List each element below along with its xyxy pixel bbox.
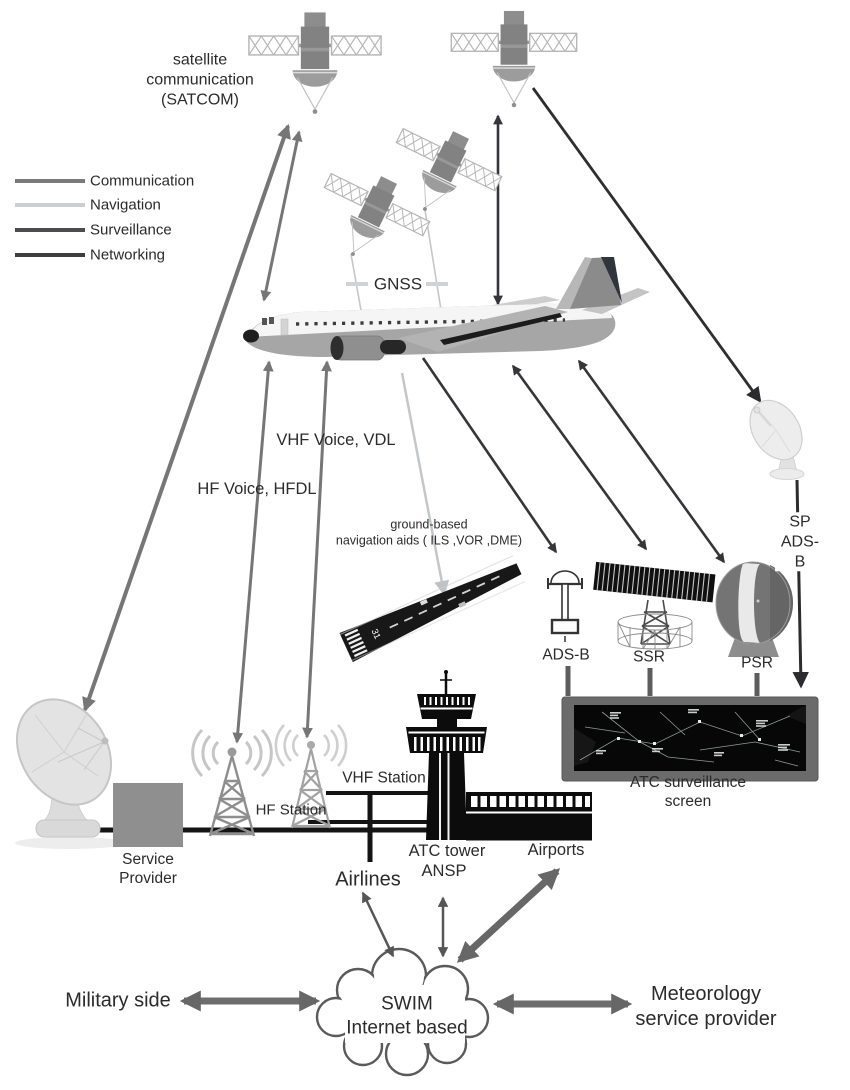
service-provider-box [113,783,183,847]
swim-arrows [179,868,633,1015]
legend-item-surveillance: Surveillance [90,221,172,239]
satcom-label: satellite communication (SATCOM) [146,51,254,108]
link-aircraft-hf-station [232,360,274,744]
link-aircraft-ssr [511,364,648,551]
service-provider-label: Service Provider [119,850,177,887]
sp-adsb-label: SP ADS-B [775,512,825,572]
aircraft [243,257,650,361]
legend-item-navigation: Navigation [90,196,161,214]
link-sp-adsb-screen [792,479,809,689]
link-aircraft-psr [577,359,726,564]
gnss-tick-1 [346,282,368,286]
link-satcom-ground-dish [82,123,291,713]
screen-connectors [565,666,760,696]
vhf-radio-waves [274,724,348,767]
atc-tower [406,670,487,840]
psr-radar [715,561,794,657]
airlines-label: Airlines [335,868,401,891]
atc-tower-label: ATC tower [408,841,486,860]
hf-voice-label: HF Voice, HFDL [197,479,317,498]
link-satcom-aircraft [260,130,303,302]
swim-label: SWIM Internet based [346,993,468,1038]
ssr-radar [593,561,716,650]
link-satellite-sp-adsb [531,87,762,403]
surveillance-links [421,87,809,689]
runway: 31 [339,555,526,663]
hf-station-tower [191,728,273,837]
airports-label: Airports [527,840,585,859]
satellite-adsb [449,9,579,109]
sp-adsb-dish [749,399,805,480]
link-navaids-runway [400,372,450,596]
vhf-station-label: VHF Station [342,769,426,787]
gnss-label: GNSS [373,274,423,294]
navaids-label: ground-based navigation aids ( ILS ,VOR … [335,517,523,548]
ssr-label: SSR [633,648,665,666]
hf-station-label: HF Station [255,801,327,819]
airport-terminal [466,792,592,841]
adsb-label: ADS-B [542,646,590,664]
meteorology-label: Meteorology service provider [635,983,777,1030]
link-airports-swim [456,868,561,963]
runway-number: 31 [370,627,383,640]
psr-label: PSR [741,654,773,672]
vhf-voice-label: VHF Voice, VDL [276,430,396,449]
link-airlines-swim [361,891,395,958]
link-gnss-2 [424,209,443,317]
military-label: Military side [65,989,171,1012]
navigation-links [346,209,450,596]
communication-links [82,123,332,744]
swim-cloud [315,947,490,1077]
hf-radio-waves [191,728,273,778]
gnss-tick-2 [426,282,448,286]
atc-screen-label: ATC surveillance screen [629,773,746,810]
legend-lines [15,179,85,257]
ground-dish [15,698,125,849]
legend-item-communication: Communication [90,172,195,190]
vhf-station-tower [274,724,348,829]
ansp-label: ANSP [421,861,467,880]
adsb-antenna [547,570,583,642]
satellite-satcom [247,10,383,116]
satellite-gnss-1 [301,154,440,282]
legend-item-networking: Networking [90,246,166,264]
atc-screen [561,696,819,782]
link-aircraft-vhf-station [302,360,332,739]
